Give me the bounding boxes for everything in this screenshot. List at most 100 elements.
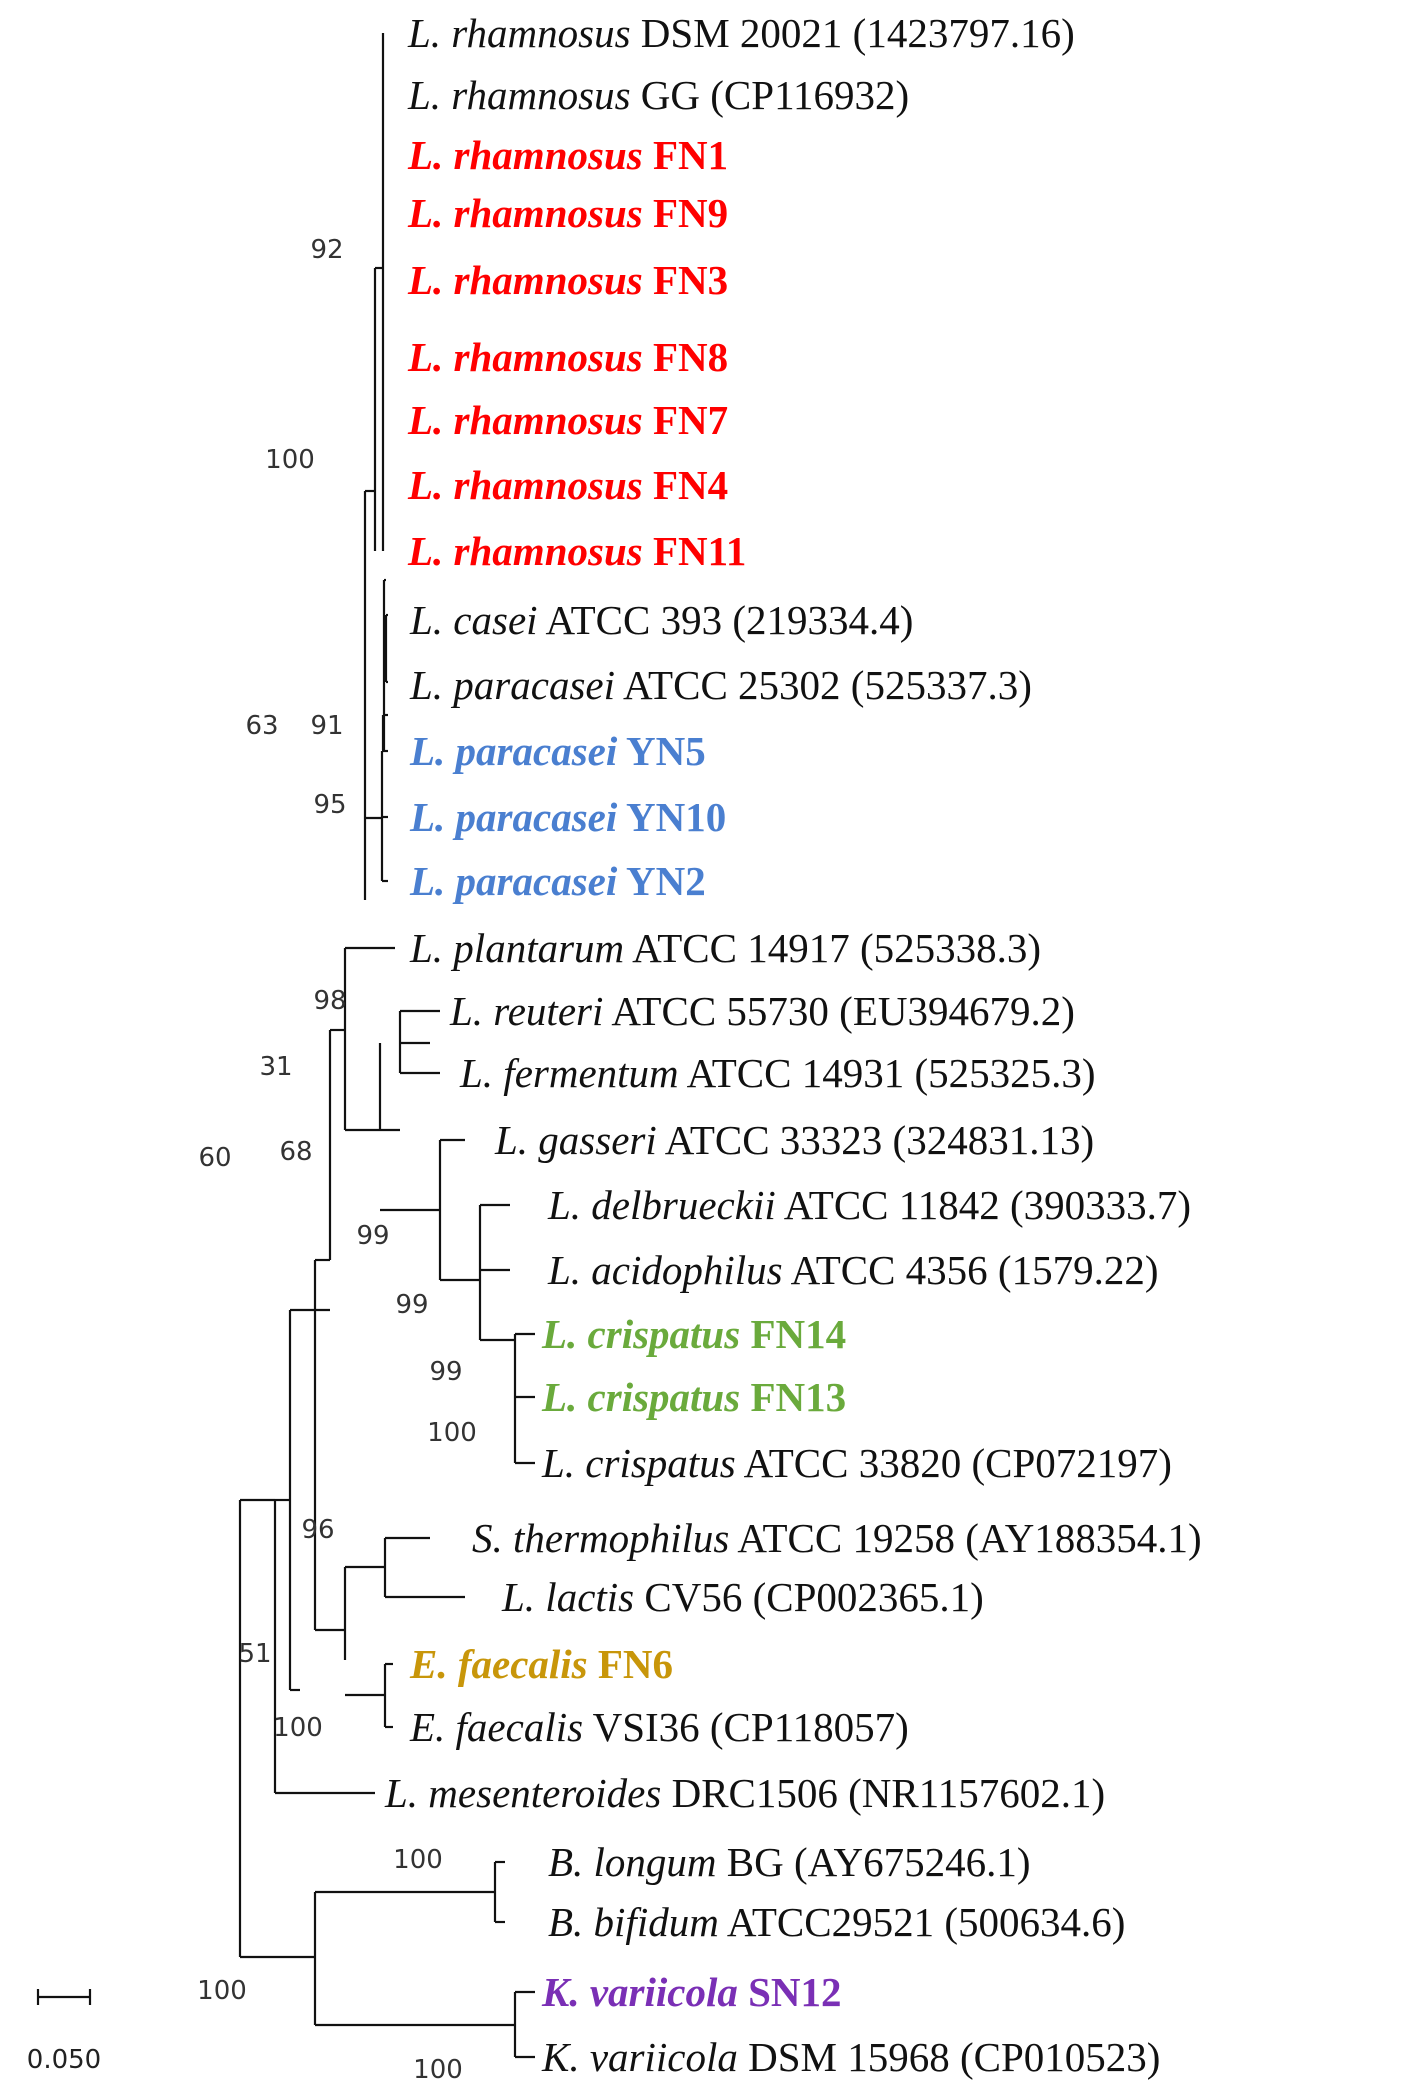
taxon-strain: FN14	[740, 1311, 846, 1357]
taxon-label: L. paracasei YN10	[409, 794, 726, 840]
taxon-label: L. paracasei YN5	[409, 728, 706, 774]
taxon-label: L. delbrueckii ATCC 11842 (390333.7)	[547, 1182, 1191, 1228]
taxon-strain: FN7	[643, 397, 728, 443]
bootstrap-value: 68	[279, 1137, 312, 1167]
taxon-label: L. acidophilus ATCC 4356 (1579.22)	[547, 1247, 1159, 1293]
taxon-strain: FN11	[643, 528, 747, 574]
taxon-label: L. rhamnosus FN9	[407, 190, 728, 236]
bootstrap-value: 100	[413, 2055, 463, 2085]
taxon-strain: CV56 (CP002365.1)	[634, 1574, 984, 1620]
bootstrap-value: 100	[393, 1845, 443, 1875]
taxon-strain: ATCC 25302 (525337.3)	[615, 662, 1032, 708]
taxon-species: L. rhamnosus	[407, 397, 643, 443]
taxon-species: L. paracasei	[409, 662, 615, 708]
taxon-species: K. variicola	[541, 1969, 738, 2015]
taxon-strain: VSI36 (CP118057)	[583, 1704, 909, 1750]
taxon-label: E. faecalis FN6	[409, 1641, 673, 1687]
taxon-strain: ATCC 11842 (390333.7)	[776, 1182, 1191, 1228]
taxon-strain: DSM 20021 (1423797.16)	[631, 10, 1075, 56]
bootstrap-value: 100	[197, 1976, 247, 2006]
bootstrap-value: 31	[259, 1052, 292, 1082]
taxon-species: L. rhamnosus	[407, 190, 643, 236]
taxon-species: L. rhamnosus	[407, 462, 643, 508]
taxon-species: S. thermophilus	[472, 1515, 729, 1561]
taxon-label: L. mesenteroides DRC1506 (NR1157602.1)	[384, 1770, 1105, 1816]
bootstrap-value: 96	[301, 1515, 334, 1545]
taxon-species: L. gasseri	[494, 1117, 657, 1163]
taxon-strain: ATCC 33323 (324831.13)	[657, 1117, 1094, 1163]
taxon-strain: FN4	[643, 462, 728, 508]
taxon-strain: ATCC 33820 (CP072197)	[736, 1440, 1172, 1486]
taxon-label: L. crispatus FN14	[541, 1311, 846, 1357]
bootstrap-value: 98	[313, 986, 346, 1016]
taxon-species: L. rhamnosus	[407, 334, 643, 380]
taxon-species: L. paracasei	[409, 728, 618, 774]
taxon-strain: ATCC 14917 (525338.3)	[624, 925, 1041, 971]
bootstrap-value: 99	[356, 1221, 389, 1251]
taxon-species: B. bifidum	[548, 1899, 719, 1945]
taxon-strain: FN1	[643, 132, 728, 178]
tree-branches	[238, 33, 535, 2059]
bootstrap-value: 63	[245, 711, 278, 741]
bootstrap-value: 51	[238, 1639, 271, 1669]
taxon-label: L. crispatus FN13	[541, 1374, 846, 1420]
bootstrap-value: 99	[429, 1357, 462, 1387]
bootstrap-value: 92	[310, 235, 343, 265]
scale-bar-label: 0.050	[27, 2045, 101, 2075]
taxon-label: S. thermophilus ATCC 19258 (AY188354.1)	[472, 1515, 1202, 1561]
taxon-species: L. rhamnosus	[407, 72, 631, 118]
bootstrap-value: 100	[265, 445, 315, 475]
taxon-strain: FN8	[643, 334, 728, 380]
taxon-label: L. paracasei ATCC 25302 (525337.3)	[409, 662, 1032, 708]
bootstrap-value: 60	[198, 1143, 231, 1173]
taxon-strain: ATCC 19258 (AY188354.1)	[729, 1515, 1201, 1561]
taxon-strain: BG (AY675246.1)	[717, 1839, 1031, 1885]
taxon-label: L. lactis CV56 (CP002365.1)	[501, 1574, 984, 1620]
bootstrap-value: 95	[313, 790, 346, 820]
taxon-species: L. mesenteroides	[384, 1770, 661, 1816]
taxon-strain: ATCC 14931 (525325.3)	[679, 1050, 1096, 1096]
taxon-strain: FN3	[643, 257, 728, 303]
taxon-strain: YN5	[617, 728, 705, 774]
taxon-label: L. gasseri ATCC 33323 (324831.13)	[494, 1117, 1094, 1163]
taxon-species: L. acidophilus	[547, 1247, 783, 1293]
taxon-label: B. longum BG (AY675246.1)	[548, 1839, 1031, 1885]
taxon-label: L. reuteri ATCC 55730 (EU394679.2)	[449, 988, 1075, 1034]
taxon-strain: YN10	[617, 794, 726, 840]
taxon-label: L. rhamnosus FN11	[407, 528, 746, 574]
scale-bar: 0.050	[27, 1989, 101, 2075]
taxon-species: L. paracasei	[409, 794, 618, 840]
taxon-species: L. plantarum	[409, 925, 624, 971]
taxon-species: E. faecalis	[409, 1704, 583, 1750]
taxon-label: L. rhamnosus DSM 20021 (1423797.16)	[407, 10, 1075, 56]
taxon-species: L. rhamnosus	[407, 10, 631, 56]
taxon-species: B. longum	[548, 1839, 717, 1885]
taxon-species: L. rhamnosus	[407, 132, 643, 178]
taxon-strain: ATCC29521 (500634.6)	[719, 1899, 1126, 1945]
taxon-species: L. casei	[409, 597, 538, 643]
taxon-label: L. rhamnosus FN7	[407, 397, 728, 443]
taxon-strain: GG (CP116932)	[631, 72, 910, 118]
taxon-label: E. faecalis VSI36 (CP118057)	[409, 1704, 909, 1750]
taxon-label: L. rhamnosus FN1	[407, 132, 728, 178]
taxon-strain: YN2	[617, 858, 705, 904]
bootstrap-value: 91	[310, 711, 343, 741]
bootstrap-value: 100	[427, 1418, 477, 1448]
taxon-species: L. crispatus	[541, 1374, 740, 1420]
taxon-label: L. rhamnosus FN3	[407, 257, 728, 303]
bootstrap-value: 100	[273, 1713, 323, 1743]
taxon-label: L. casei ATCC 393 (219334.4)	[409, 597, 913, 643]
taxon-strain: FN9	[643, 190, 728, 236]
taxon-label: B. bifidum ATCC29521 (500634.6)	[548, 1899, 1125, 1945]
taxon-label: L. rhamnosus GG (CP116932)	[407, 72, 909, 118]
taxon-species: L. fermentum	[459, 1050, 679, 1096]
taxon-strain: DRC1506 (NR1157602.1)	[661, 1770, 1105, 1816]
taxon-strain: FN6	[588, 1641, 673, 1687]
taxon-species: L. crispatus	[541, 1440, 736, 1486]
taxon-strain: SN12	[738, 1969, 842, 2015]
taxon-label: L. paracasei YN2	[409, 858, 706, 904]
taxon-species: K. variicola	[541, 2034, 738, 2080]
taxon-label: K. variicola SN12	[541, 1969, 842, 2015]
